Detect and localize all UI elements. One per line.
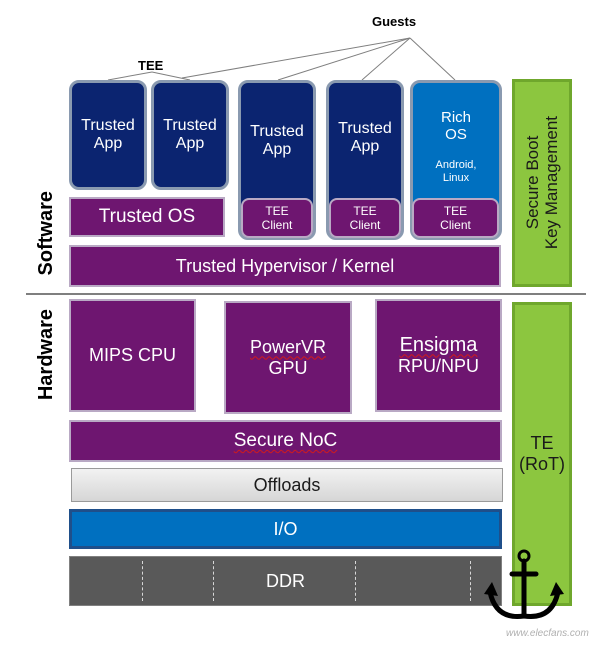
rpu-npu-text: RPU/NPU [397, 355, 479, 376]
rich-os-sub1: Android, [435, 159, 477, 171]
tee-client-2-line1: TEE [353, 204, 377, 218]
gpu-text: GPU [268, 357, 308, 378]
guests-label: Guests [372, 14, 417, 29]
secure-boot-line2: Key Management [542, 116, 561, 250]
tee-client-1-line2: Client [261, 218, 293, 232]
tee-client-3-line1: TEE [443, 204, 468, 218]
tee-client-1-line1: TEE [265, 204, 289, 218]
software-side-label: Software [28, 176, 64, 290]
secure-boot-text: Secure Boot Key Management [523, 116, 561, 249]
guest-3-text: Trusted App [241, 83, 313, 198]
hardware-label-text: Hardware [34, 309, 57, 401]
ddr-divider-3 [355, 561, 356, 601]
trusted-os-text: Trusted OS [98, 206, 196, 227]
secure-noc-box: Secure NoC [69, 420, 502, 462]
trusted-app-1-line2: App [93, 135, 123, 152]
rich-os-sub2: Linux [442, 172, 470, 184]
tee-client-2-line2: Client [349, 218, 381, 232]
ddr-box: DDR [69, 556, 502, 606]
powervr-text: PowerVR [249, 336, 327, 357]
ddr-divider-2 [213, 561, 214, 601]
ensigma-rpu-box: Ensigma RPU/NPU [375, 299, 502, 412]
offloads-text: Offloads [253, 474, 321, 495]
trusted-os-box: Trusted OS [69, 197, 225, 237]
trusted-app-3-line2: App [262, 140, 292, 158]
rot-text: (RoT) [519, 454, 565, 474]
tee-client-3-line2: Client [440, 218, 471, 232]
trusted-app-3-line1: Trusted [250, 122, 304, 140]
te-text: TE [530, 433, 554, 453]
trusted-app-box-1: Trusted App [69, 80, 147, 190]
trusted-app-1-line1: Trusted [81, 117, 135, 134]
tee-client-box-2: TEE Client [329, 198, 401, 238]
secure-boot-line1: Secure Boot [523, 136, 542, 230]
trusted-app-2-line1: Trusted [163, 117, 217, 134]
hardware-side-label: Hardware [28, 298, 64, 412]
rich-os-line1: Rich [440, 109, 471, 126]
rich-os-line2: OS [445, 126, 467, 143]
hypervisor-kernel-text: Trusted Hypervisor / Kernel [175, 255, 395, 276]
mips-cpu-text: MIPS CPU [88, 345, 176, 365]
anchor-icon [484, 549, 564, 619]
watermark-text: www.elecfans.com [506, 628, 589, 639]
io-text: I/O [273, 518, 298, 539]
rich-os-title: Rich OS [413, 109, 499, 143]
ddr-divider-4 [470, 561, 471, 601]
ddr-divider-1 [142, 561, 143, 601]
trusted-app-4-line1: Trusted [338, 120, 392, 137]
tee-label: TEE [138, 58, 164, 73]
offloads-box: Offloads [71, 468, 503, 502]
io-box: I/O [69, 509, 502, 549]
ddr-text: DDR [266, 570, 305, 591]
te-rot-box: TE (RoT) [512, 302, 572, 606]
guest-4-text: Trusted App [329, 83, 401, 193]
hypervisor-kernel-box: Trusted Hypervisor / Kernel [69, 245, 501, 287]
secure-noc-text: Secure NoC [233, 430, 338, 451]
secure-boot-box: Secure Boot Key Management [512, 79, 572, 287]
powervr-gpu-box: PowerVR GPU [224, 301, 352, 414]
trusted-app-box-2: Trusted App [151, 80, 229, 190]
trusted-app-4-line2: App [350, 138, 380, 155]
trusted-app-2-line2: App [175, 135, 205, 152]
software-label-text: Software [34, 190, 57, 276]
rich-os-subtitle: Android, Linux [413, 159, 499, 185]
tee-client-box-3: TEE Client [412, 198, 499, 238]
ensigma-text: Ensigma [399, 333, 478, 356]
mips-cpu-box: MIPS CPU [69, 299, 196, 412]
tee-client-box-1: TEE Client [241, 198, 313, 238]
